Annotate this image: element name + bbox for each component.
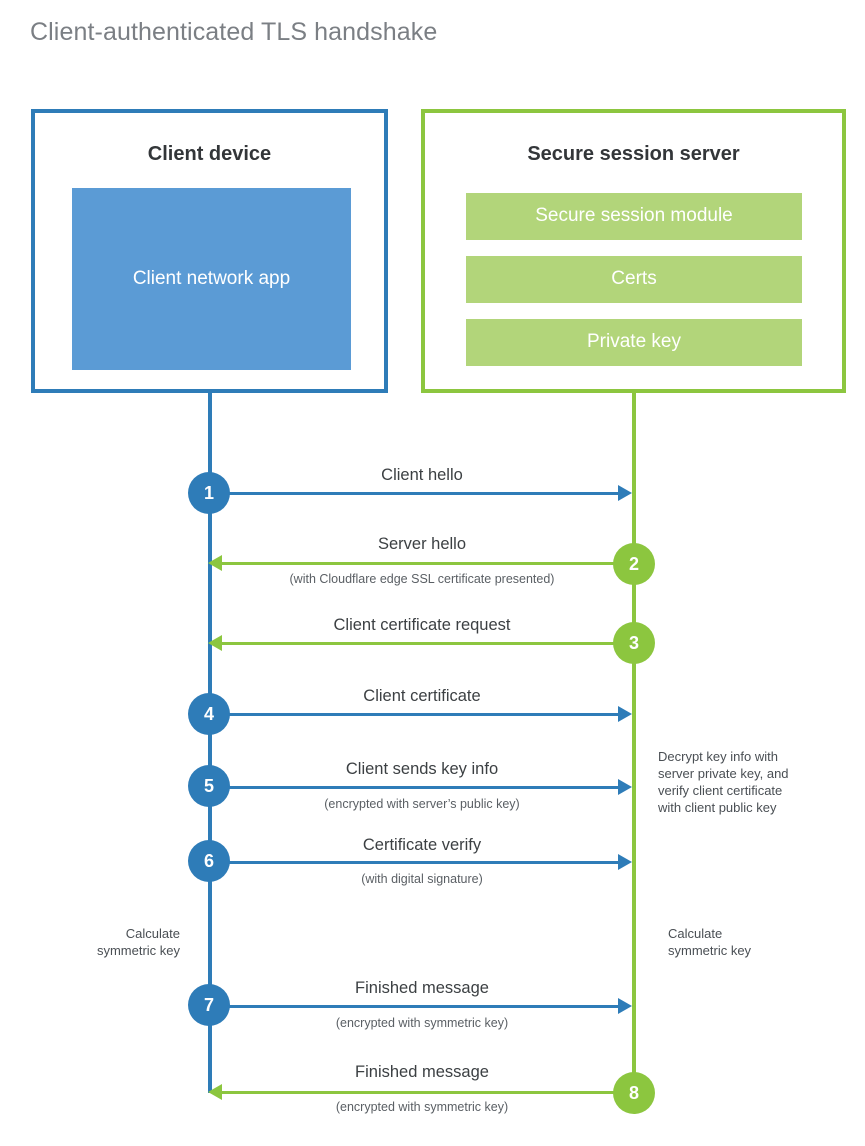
step-6-label: Certificate verify <box>362 836 482 854</box>
step-8-arrowhead <box>208 1084 222 1100</box>
step-2-circle[interactable]: 2 <box>613 543 655 585</box>
step-1-arrowhead <box>618 485 632 501</box>
step-4-arrowhead <box>618 706 632 722</box>
step-7-sublabel: (encrypted with symmetric key) <box>335 1016 509 1030</box>
step-3-label: Client certificate request <box>333 616 511 634</box>
step-3-circle[interactable]: 3 <box>613 622 655 664</box>
step-6-circle[interactable]: 6 <box>188 840 230 882</box>
client-lifeline <box>208 392 212 1093</box>
secure-session-server-title: Secure session server <box>527 143 740 165</box>
step-8-circle[interactable]: 8 <box>613 1072 655 1114</box>
step-2-label: Server hello <box>377 535 467 553</box>
step-2-sublabel: (with Cloudflare edge SSL certificate pr… <box>289 572 555 586</box>
step-8-label: Finished message <box>355 1063 489 1081</box>
step-8-arrow-line <box>222 1091 634 1094</box>
step-7-circle[interactable]: 7 <box>188 984 230 1026</box>
step-1-circle[interactable]: 1 <box>188 472 230 514</box>
step-7-arrow-line <box>210 1005 622 1008</box>
client-device-title: Client device <box>147 143 272 165</box>
step-4-circle[interactable]: 4 <box>188 693 230 735</box>
step-5-arrow-line <box>210 786 622 789</box>
step-7-label: Finished message <box>355 979 489 997</box>
step-1-arrow-line <box>210 492 622 495</box>
step-8-sublabel: (encrypted with symmetric key) <box>335 1100 509 1114</box>
server-calculate-symmetric-key-note: Calculate symmetric key <box>668 926 752 959</box>
step-1-label: Client hello <box>381 466 463 484</box>
step-6-sublabel: (with digital signature) <box>361 872 483 886</box>
step-7-arrowhead <box>618 998 632 1014</box>
step-5-arrowhead <box>618 779 632 795</box>
certs-panel: Certs <box>466 256 802 303</box>
page-title: Client-authenticated TLS handshake <box>30 18 438 46</box>
client-calculate-symmetric-key-note: Calculate symmetric key <box>96 926 180 959</box>
actor-box-secure-session-server: Secure session server Secure session mod… <box>421 109 846 393</box>
client-network-app-panel: Client network app <box>72 188 351 370</box>
step-5-sublabel: (encrypted with server’s public key) <box>324 797 520 811</box>
actor-box-client-device: Client device Client network app <box>31 109 388 393</box>
private-key-panel: Private key <box>466 319 802 366</box>
step-5-circle[interactable]: 5 <box>188 765 230 807</box>
step-5-label: Client sends key info <box>345 760 499 778</box>
secure-session-module-panel: Secure session module <box>466 193 802 240</box>
step-6-arrow-line <box>210 861 622 864</box>
step-6-arrowhead <box>618 854 632 870</box>
step-3-arrowhead <box>208 635 222 651</box>
server-decrypt-note: Decrypt key info with server private key… <box>658 749 789 816</box>
server-lifeline <box>632 392 636 1093</box>
step-2-arrowhead <box>208 555 222 571</box>
step-3-arrow-line <box>222 642 634 645</box>
step-4-arrow-line <box>210 713 622 716</box>
step-2-arrow-line <box>222 562 634 565</box>
step-4-label: Client certificate <box>363 687 481 705</box>
